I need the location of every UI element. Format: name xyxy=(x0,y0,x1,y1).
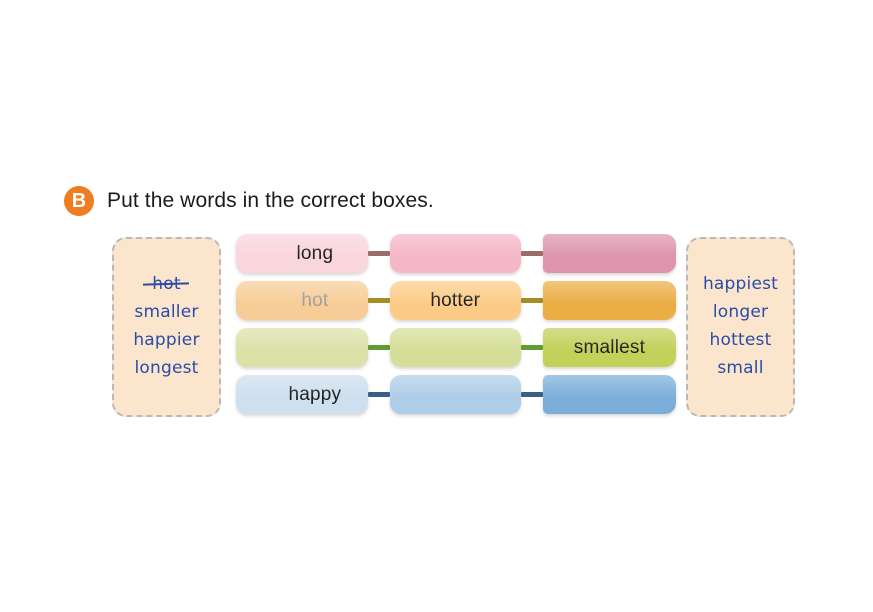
exercise-marker-b: B xyxy=(64,186,94,216)
answer-cell-text: smallest xyxy=(573,336,646,358)
chain-link-icon xyxy=(367,251,390,256)
bank-word-happiest[interactable]: happiest xyxy=(702,273,779,294)
left-word-bank: hot smaller happier longest xyxy=(112,237,221,417)
chain-link-icon xyxy=(520,392,543,397)
answer-cell-text: happy xyxy=(288,383,342,405)
chain-link-icon xyxy=(520,298,543,303)
bank-word-smaller[interactable]: smaller xyxy=(134,301,199,322)
exercise-heading: B Put the words in the correct boxes. xyxy=(64,186,434,216)
chain-link-icon xyxy=(367,298,390,303)
answer-cell-text: hotter xyxy=(430,289,481,311)
answer-cell-pink-3[interactable] xyxy=(542,234,677,273)
answer-cell-green-1[interactable] xyxy=(236,328,368,367)
right-word-bank: happiest longer hottest small xyxy=(686,237,795,417)
answer-row-blue: happy xyxy=(236,375,677,414)
chain-link-icon xyxy=(520,345,543,350)
bank-word-longest[interactable]: longest xyxy=(134,357,199,378)
chain-link-icon xyxy=(520,251,543,256)
answer-cell-text: long xyxy=(296,242,334,264)
answer-cell-blue-2[interactable] xyxy=(389,375,522,414)
answer-cell-pink-1[interactable]: long xyxy=(236,234,368,273)
answer-cell-blue-1[interactable]: happy xyxy=(236,375,368,414)
answer-cell-pink-2[interactable] xyxy=(389,234,522,273)
answer-row-orange: hot hotter xyxy=(236,281,677,320)
bank-word-hottest[interactable]: hottest xyxy=(709,329,772,350)
answer-row-pink: long xyxy=(236,234,677,273)
answer-cell-green-3[interactable]: smallest xyxy=(542,328,677,367)
answer-grid: long hot hotter smallest happy xyxy=(236,234,677,418)
answer-cell-green-2[interactable] xyxy=(389,328,522,367)
answer-cell-orange-1[interactable]: hot xyxy=(236,281,368,320)
bank-word-longer[interactable]: longer xyxy=(712,301,769,322)
answer-cell-orange-3[interactable] xyxy=(542,281,677,320)
chain-link-icon xyxy=(367,392,390,397)
answer-cell-text: hot xyxy=(301,289,329,311)
bank-word-happier[interactable]: happier xyxy=(133,329,200,350)
bank-word-hot[interactable]: hot xyxy=(152,273,181,294)
exercise-instruction: Put the words in the correct boxes. xyxy=(107,189,434,212)
chain-link-icon xyxy=(367,345,390,350)
answer-cell-blue-3[interactable] xyxy=(542,375,677,414)
answer-cell-orange-2[interactable]: hotter xyxy=(389,281,522,320)
answer-row-green: smallest xyxy=(236,328,677,367)
bank-word-small[interactable]: small xyxy=(717,357,764,378)
